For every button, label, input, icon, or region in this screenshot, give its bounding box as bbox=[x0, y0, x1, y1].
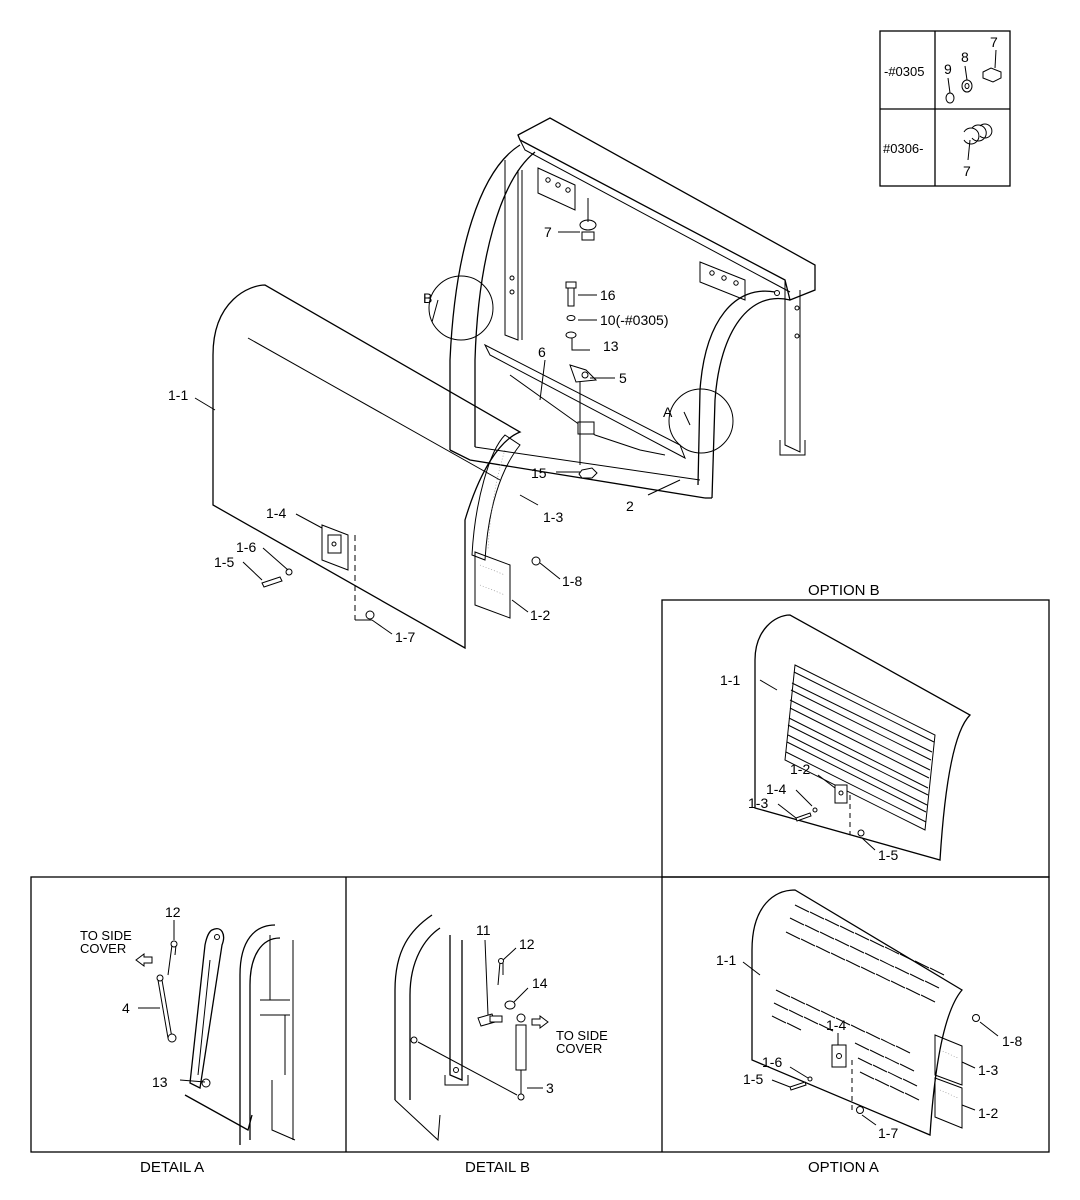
rear-cover-panel bbox=[212, 284, 541, 650]
option-b-label-1-1: 1-1 bbox=[720, 672, 740, 688]
label-1-3: 1-3 bbox=[543, 509, 563, 525]
label-7: 7 bbox=[544, 224, 552, 240]
serial-range-1: -#0305 bbox=[884, 64, 924, 79]
label-16: 16 bbox=[600, 287, 616, 303]
label-6: 6 bbox=[538, 344, 546, 360]
detail-a-label-13: 13 bbox=[152, 1074, 168, 1090]
option-a: OPTION A 1-1 1-4 1-6 1-5 1 bbox=[716, 889, 1022, 1176]
table-part-9: 9 bbox=[944, 61, 952, 77]
main-leader-lines bbox=[431, 231, 691, 496]
label-1-1: 1-1 bbox=[168, 387, 188, 403]
option-a-label-1-5: 1-5 bbox=[743, 1071, 763, 1087]
option-b-label-1-3: 1-3 bbox=[748, 795, 768, 811]
label-circle-a: A bbox=[663, 404, 673, 420]
table-part-7b: 7 bbox=[963, 163, 971, 179]
main-labels: 1-1 1-4 1-6 1-5 1-7 1-3 1-8 1-2 7 16 10(… bbox=[168, 224, 673, 645]
detail-a-caption: DETAIL A bbox=[140, 1159, 204, 1176]
option-a-label-1-8: 1-8 bbox=[1002, 1033, 1022, 1049]
option-a-label-1-7: 1-7 bbox=[878, 1125, 898, 1141]
label-1-5: 1-5 bbox=[214, 554, 234, 570]
option-b-label-1-4: 1-4 bbox=[766, 781, 786, 797]
option-b-label-1-5: 1-5 bbox=[878, 847, 898, 863]
bottom-row-frames bbox=[30, 876, 1050, 1153]
table-part-8: 8 bbox=[961, 49, 969, 65]
option-a-label-1-2: 1-2 bbox=[978, 1105, 998, 1121]
label-5: 5 bbox=[619, 370, 627, 386]
detail-a-label-12: 12 bbox=[165, 904, 181, 920]
detail-b-label-12: 12 bbox=[519, 936, 535, 952]
label-1-4: 1-4 bbox=[266, 505, 286, 521]
detail-a-note-line2: COVER bbox=[80, 941, 126, 956]
label-2: 2 bbox=[626, 498, 634, 514]
rear-frame-assembly bbox=[428, 117, 816, 499]
detail-a-note-line1: TO SIDE bbox=[80, 928, 132, 943]
option-a-label-1-1: 1-1 bbox=[716, 952, 736, 968]
option-b-label-1-2: 1-2 bbox=[790, 761, 810, 777]
option-a-caption: OPTION A bbox=[808, 1159, 879, 1176]
label-10: 10(-#0305) bbox=[600, 312, 669, 328]
detail-b-caption: DETAIL B bbox=[465, 1159, 530, 1176]
label-15: 15 bbox=[531, 465, 547, 481]
option-a-label-1-4: 1-4 bbox=[826, 1017, 846, 1033]
option-b-box: OPTION B 1-1 1-2 1-4 1-3 1-5 bbox=[661, 582, 1050, 878]
table-hardware-icons bbox=[945, 49, 1002, 161]
label-1-7: 1-7 bbox=[395, 629, 415, 645]
detail-b-label-14: 14 bbox=[532, 975, 548, 991]
panel-leader-lines bbox=[194, 397, 561, 635]
detail-a: DETAIL A TO SIDE COVER 12 4 13 bbox=[80, 904, 296, 1176]
detail-b-callout-circle bbox=[428, 275, 494, 341]
detail-b-note-line1: TO SIDE bbox=[556, 1028, 608, 1043]
table-part-7a: 7 bbox=[990, 34, 998, 50]
detail-b-note-line2: COVER bbox=[556, 1041, 602, 1056]
label-1-6: 1-6 bbox=[236, 539, 256, 555]
label-1-8: 1-8 bbox=[562, 573, 582, 589]
option-a-label-1-3: 1-3 bbox=[978, 1062, 998, 1078]
label-13: 13 bbox=[603, 338, 619, 354]
label-1-2: 1-2 bbox=[530, 607, 550, 623]
option-b-caption: OPTION B bbox=[808, 582, 880, 599]
option-a-vent-slots bbox=[771, 904, 945, 1101]
detail-b-label-3: 3 bbox=[546, 1080, 554, 1096]
label-circle-b: B bbox=[423, 290, 432, 306]
serial-number-table: -#0305 #0306- 9 8 7 7 bbox=[879, 30, 1011, 187]
detail-a-label-4: 4 bbox=[122, 1000, 130, 1016]
detail-a-callout-circle bbox=[668, 388, 734, 454]
option-a-label-1-6: 1-6 bbox=[762, 1054, 782, 1070]
detail-b-label-11: 11 bbox=[476, 922, 491, 938]
detail-b: DETAIL B TO SIDE COVER 11 12 14 3 bbox=[394, 914, 608, 1176]
serial-range-2: #0306- bbox=[883, 141, 923, 156]
